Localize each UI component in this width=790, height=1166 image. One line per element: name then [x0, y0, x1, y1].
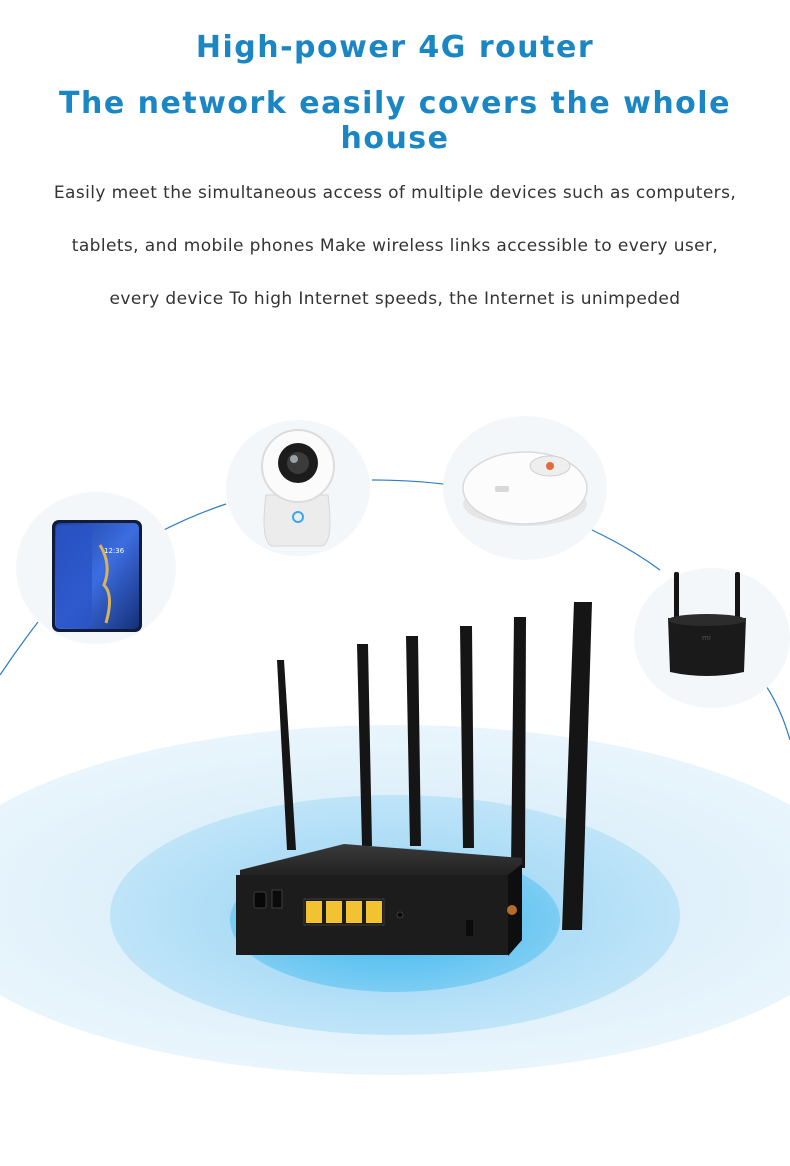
lan-port-4	[366, 901, 382, 923]
lan-port-2	[326, 901, 342, 923]
reset-button	[396, 911, 404, 919]
router-icon	[236, 602, 592, 956]
headline-secondary: The network easily covers the whole hous…	[59, 86, 731, 156]
link-line-phone-left	[0, 621, 39, 676]
svg-text:12:36: 12:36	[104, 547, 125, 555]
lan-port-3	[346, 901, 362, 923]
phone-icon: 12:36	[16, 492, 176, 644]
link-line-vacuum-extender	[591, 529, 661, 571]
antenna-6	[562, 602, 592, 930]
headline-primary: High-power 4G router	[195, 30, 595, 65]
antenna-1	[277, 660, 296, 850]
antenna-3	[406, 636, 421, 846]
antenna-connector	[507, 905, 517, 915]
link-line-extender-right	[761, 679, 790, 741]
wifi-extender-icon: mi	[634, 568, 790, 708]
description-line-3: every device To high Internet speeds, th…	[109, 289, 681, 309]
side-jack	[466, 920, 473, 936]
router-coverage-illustration: 12:36 mi	[0, 416, 790, 1075]
antenna-4	[460, 626, 474, 848]
camera-icon	[226, 420, 370, 556]
power-port	[253, 891, 267, 909]
link-line-phone-camera	[155, 503, 227, 535]
svg-text:mi: mi	[702, 634, 711, 642]
lan-port-1	[306, 901, 322, 923]
description-line-2: tablets, and mobile phones Make wireless…	[71, 236, 719, 256]
antenna-group	[277, 602, 592, 930]
sim-slot	[271, 889, 283, 909]
robot-vacuum-icon	[443, 416, 607, 560]
antenna-5	[511, 617, 526, 868]
antenna-2	[357, 644, 372, 846]
router-top-panel	[240, 844, 522, 885]
description-line-1: Easily meet the simultaneous access of m…	[53, 183, 737, 203]
